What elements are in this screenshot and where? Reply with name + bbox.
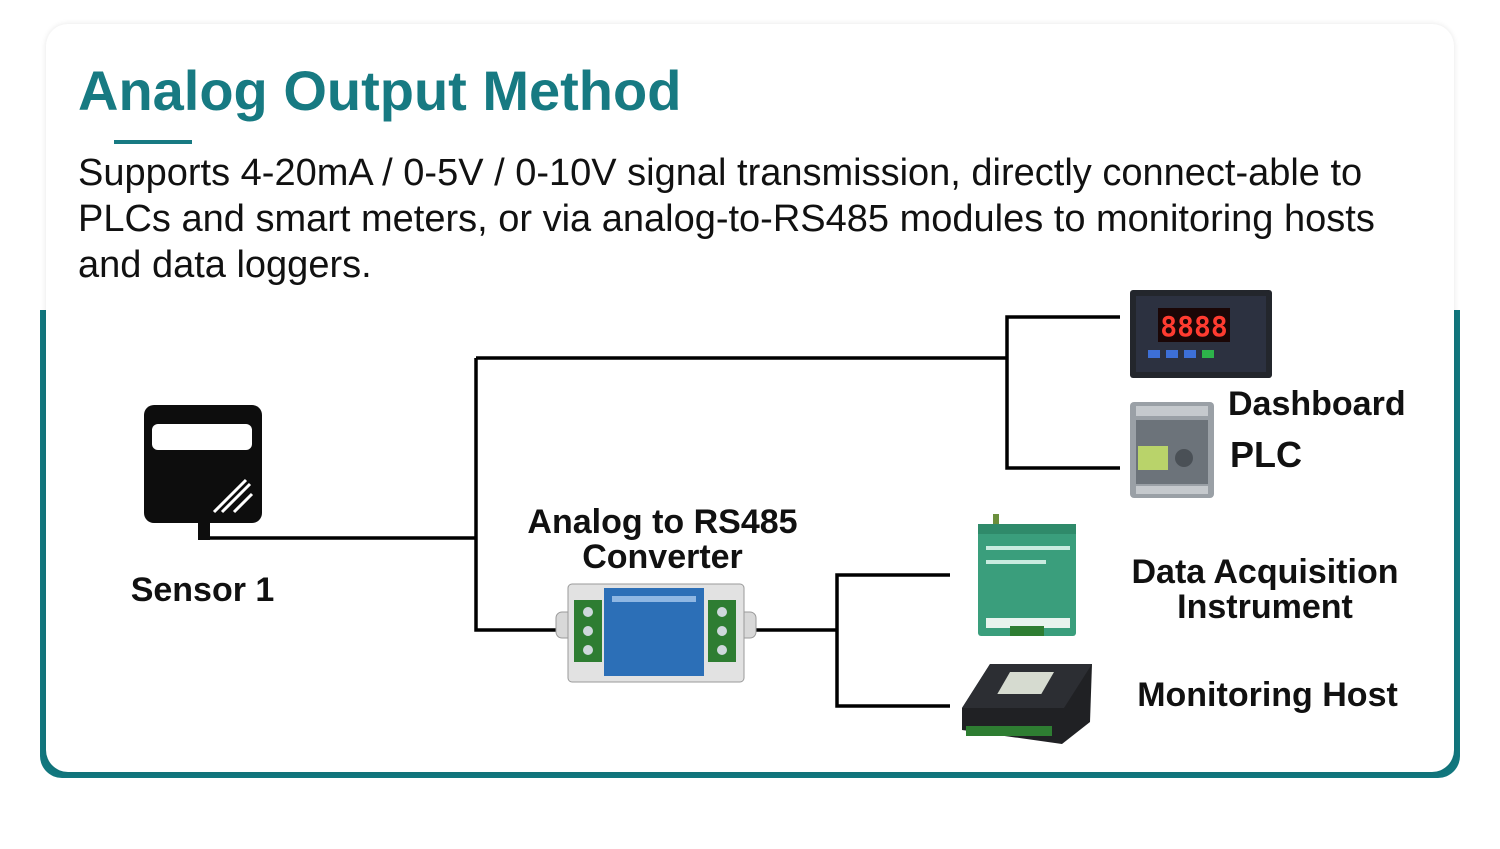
converter-label-line2: Converter	[582, 538, 743, 576]
page-description: Supports 4-20mA / 0-5V / 0-10V signal tr…	[78, 152, 1375, 286]
dashboard-label: Dashboard	[1228, 385, 1406, 423]
dashboard-meter-icon: 8888	[1130, 290, 1272, 378]
monitoring-host-label: Monitoring Host	[1137, 676, 1398, 714]
host-fork-wire	[835, 573, 950, 708]
page-title: Analog Output Method	[78, 59, 682, 122]
sensor-label: Sensor 1	[130, 571, 275, 609]
title-underline	[114, 140, 192, 144]
converter-label-line1: Analog to RS485	[527, 503, 798, 541]
daq-icon	[978, 514, 1076, 636]
meter-fork-wire	[1005, 315, 1120, 470]
plc-label: PLC	[1230, 434, 1302, 475]
converter-icon	[555, 583, 757, 683]
content-card	[46, 24, 1454, 772]
trunk-wire	[474, 358, 560, 632]
daq-label-line2: Instrument	[1177, 588, 1353, 626]
dashboard-display-digits: 8888	[1160, 310, 1227, 343]
sensor-icon	[144, 405, 262, 540]
connection-lines	[203, 315, 1120, 708]
plc-icon	[1130, 402, 1214, 498]
daq-label-line1: Data Acquisition	[1131, 553, 1399, 591]
monitoring-host-icon	[962, 664, 1092, 744]
